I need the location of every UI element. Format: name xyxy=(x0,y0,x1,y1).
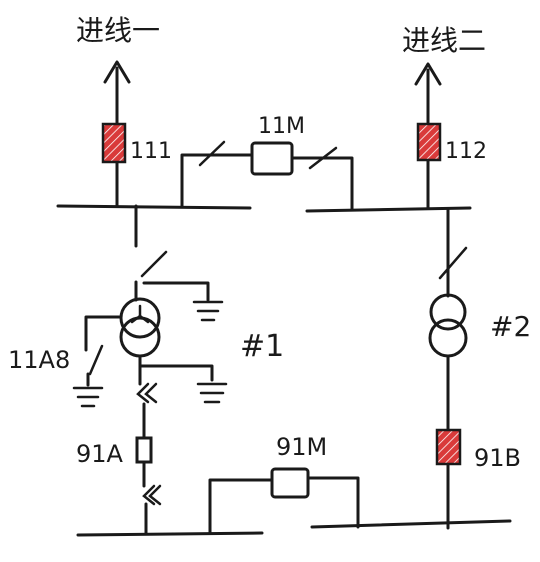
feeder2-line xyxy=(414,62,442,210)
label-112: 112 xyxy=(445,139,487,164)
breaker-91m[interactable] xyxy=(270,467,310,499)
breaker-11m[interactable] xyxy=(250,141,294,176)
busbar-lower-right xyxy=(310,519,512,529)
breaker-112[interactable] xyxy=(416,122,442,162)
breaker-111[interactable] xyxy=(101,122,127,164)
label-91m: 91M xyxy=(276,433,327,461)
transformer-1-symbol[interactable] xyxy=(119,297,161,358)
feeder1-line xyxy=(103,60,131,208)
label-feeder1: 进线一 xyxy=(76,14,160,47)
label-11m: 11M xyxy=(258,114,305,139)
isolator-11a8-circuit xyxy=(72,315,123,408)
transformer-2-symbol[interactable] xyxy=(428,293,468,358)
transformer2-branch xyxy=(438,208,468,530)
busbar-upper-right xyxy=(305,206,472,213)
label-transformer2: #2 xyxy=(490,310,531,343)
tie-91m-circuit xyxy=(208,476,360,535)
label-111: 111 xyxy=(130,139,172,164)
transformer1-branch xyxy=(134,204,224,322)
label-91b: 91B xyxy=(474,444,521,472)
busbar-upper-left xyxy=(56,204,252,210)
breaker-91b[interactable] xyxy=(435,428,462,466)
label-91a: 91A xyxy=(76,440,124,468)
label-11a8: 11A8 xyxy=(8,346,70,374)
breaker-91a[interactable] xyxy=(135,436,153,464)
label-transformer1: #1 xyxy=(240,329,284,364)
busbar-lower-left xyxy=(76,531,264,537)
label-feeder2: 进线二 xyxy=(402,24,486,57)
transformer1-lower xyxy=(136,354,228,536)
